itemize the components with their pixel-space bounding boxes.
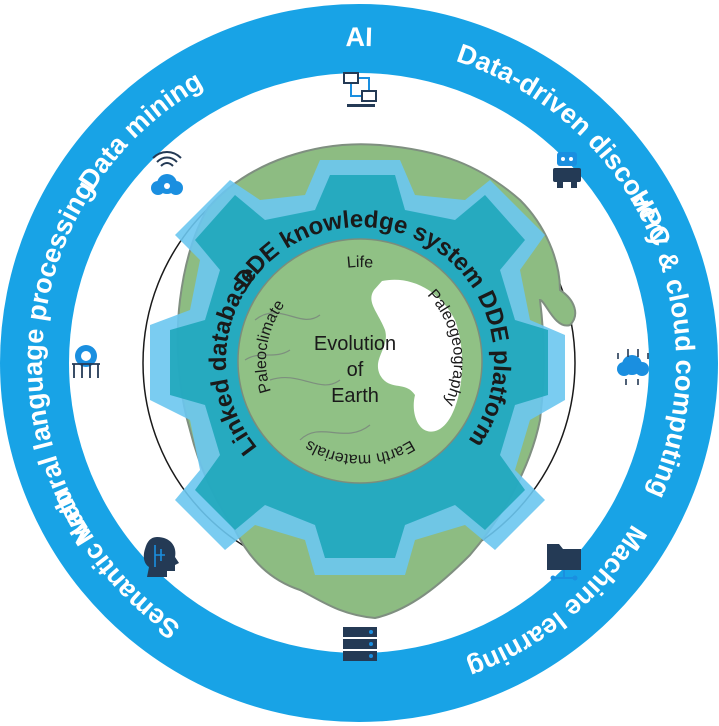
folder-network-icon xyxy=(547,544,581,581)
core-line-2: of xyxy=(347,359,364,381)
core-line-3: Earth xyxy=(331,385,379,407)
ring-label-ai: AI xyxy=(345,22,373,52)
robot-icon xyxy=(553,152,581,188)
core-line-1: Evolution xyxy=(314,333,396,355)
terrain-lines xyxy=(244,312,371,441)
network-computers-icon xyxy=(343,72,377,107)
server-stack-icon xyxy=(343,627,377,661)
wireless-cloud-icon xyxy=(151,151,183,195)
brain-head-icon xyxy=(143,537,179,577)
ocean-patch xyxy=(371,279,463,432)
cloud-circuit-icon xyxy=(617,349,649,385)
inner-label-life: Life xyxy=(346,254,374,272)
gear-circuit-icon xyxy=(72,345,100,378)
